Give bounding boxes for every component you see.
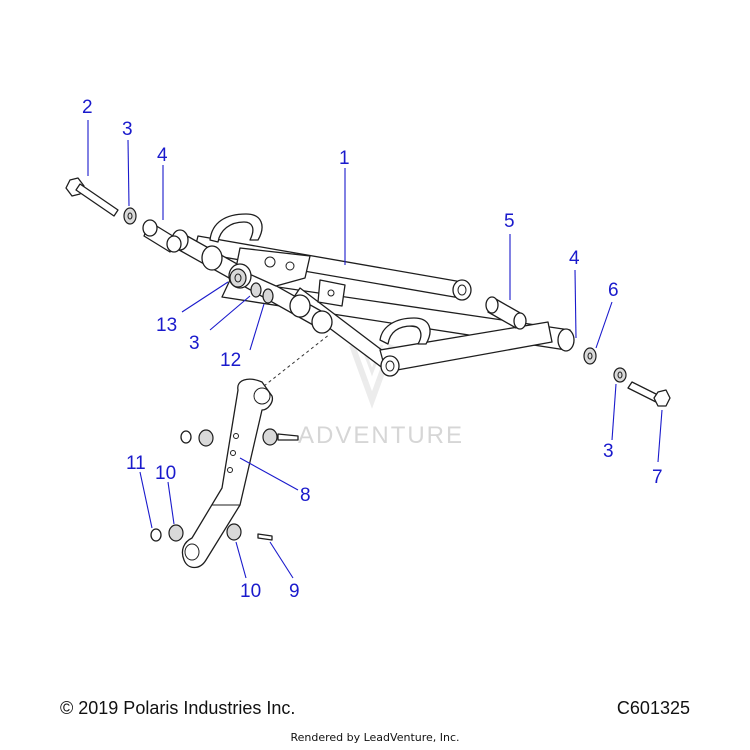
assembly-line <box>263 333 331 387</box>
copyright-text: © 2019 Polaris Industries Inc. <box>60 698 296 718</box>
bolt-7 <box>627 381 671 407</box>
washer-3a <box>123 207 137 225</box>
callout-5: 5 <box>504 211 515 232</box>
callout-4: 4 <box>569 248 580 269</box>
callout-3: 3 <box>122 119 133 140</box>
bushing-5 <box>485 296 527 330</box>
callout-13: 13 <box>156 315 177 336</box>
callout-4: 4 <box>157 145 168 166</box>
bushing-4a <box>142 219 182 253</box>
washer-3b <box>250 282 262 298</box>
figure-id: C601325 <box>616 698 690 718</box>
spacer-12 <box>262 288 274 304</box>
render-credit: Rendered by LeadVenture, Inc. <box>290 731 460 744</box>
callout-labels: 1 2 3 4 5 4 6 13 3 12 3 7 8 11 10 10 9 <box>82 97 663 602</box>
washer-3c <box>613 367 627 383</box>
a-arm-frame <box>171 213 575 377</box>
link-plate-8 <box>181 378 274 569</box>
callout-3: 3 <box>189 333 200 354</box>
bushing-13 <box>229 268 247 288</box>
callout-1: 1 <box>339 148 350 169</box>
leader-lines <box>87 120 663 579</box>
callout-10: 10 <box>155 463 176 484</box>
fasteners-link <box>150 428 299 542</box>
callout-2: 2 <box>82 97 93 118</box>
callout-10: 10 <box>240 581 261 602</box>
watermark-text: ADVENTURE <box>298 422 464 449</box>
long-bolt-2 <box>65 177 119 217</box>
callout-6: 6 <box>608 280 619 301</box>
callout-9: 9 <box>289 581 300 602</box>
callout-8: 8 <box>300 485 311 506</box>
washer-6 <box>583 347 597 365</box>
callout-12: 12 <box>220 350 241 371</box>
callout-3: 3 <box>603 441 614 462</box>
callout-7: 7 <box>652 467 663 488</box>
callout-11: 11 <box>126 453 146 474</box>
